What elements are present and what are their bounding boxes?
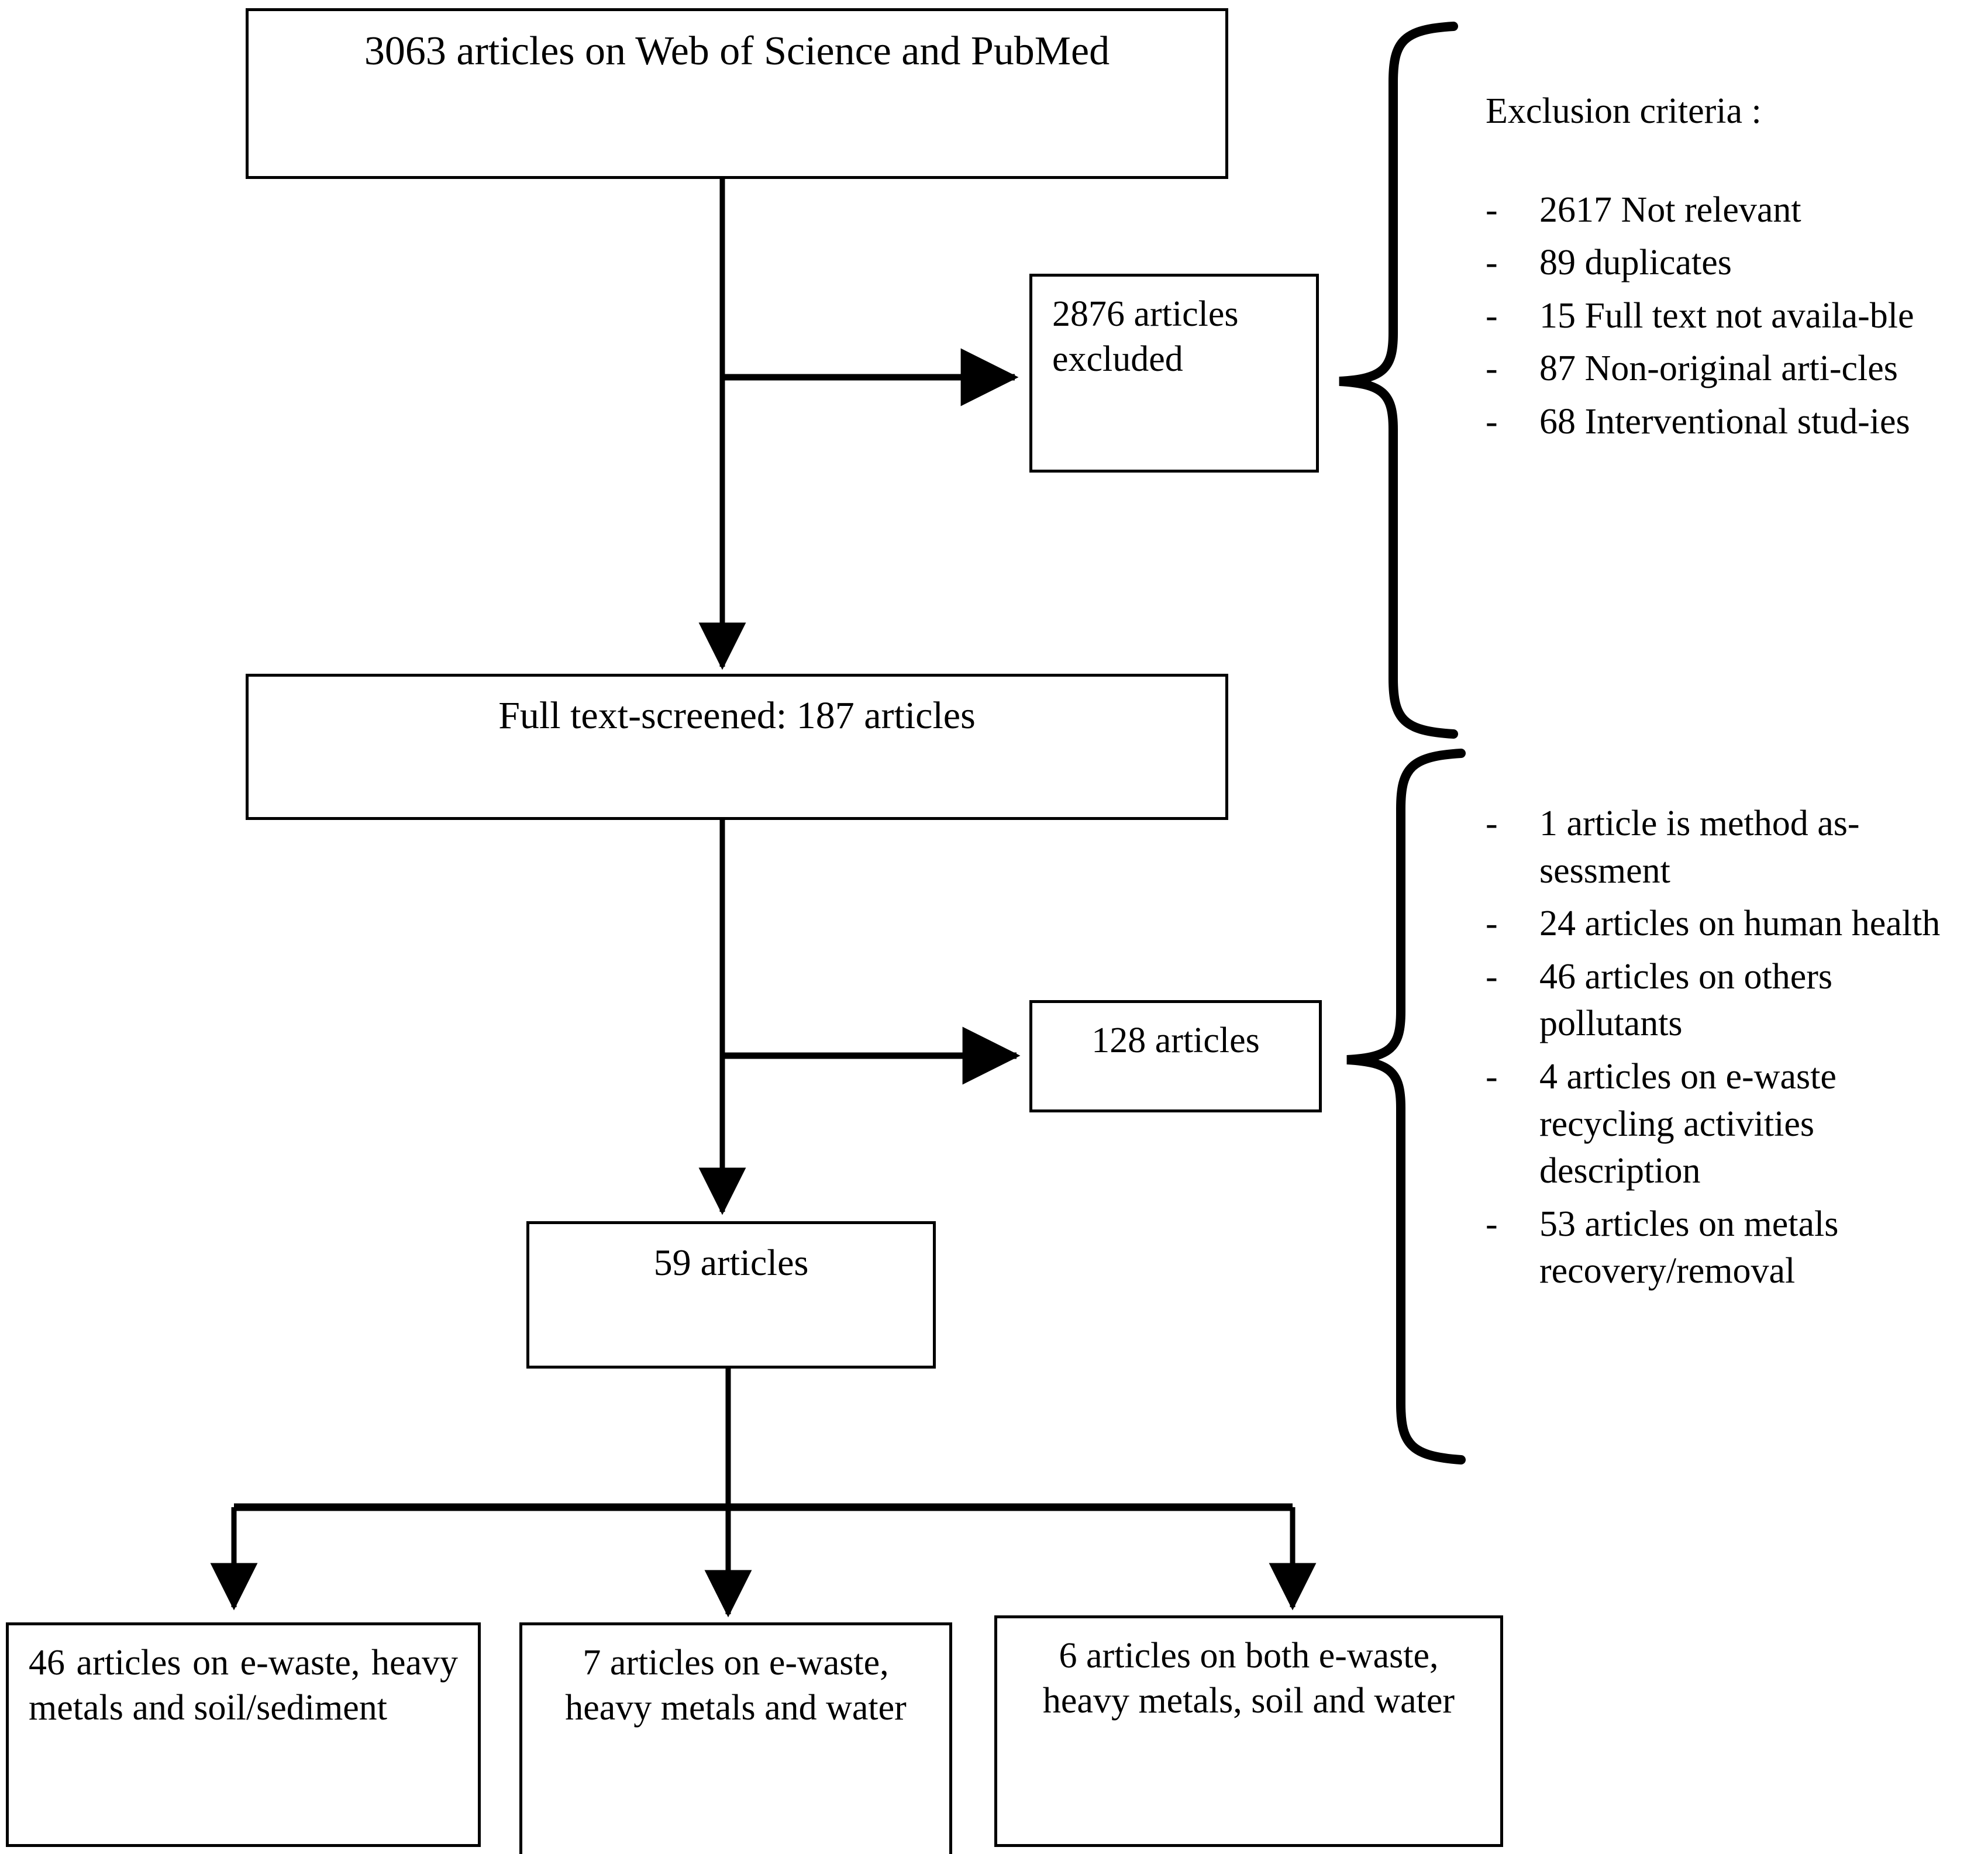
criteria-bullet-icon: - — [1486, 1056, 1498, 1097]
criteria-item-label: 4 articles on e-waste recycling activiti… — [1539, 1056, 1837, 1191]
node-outcome-soil-and-water: 6 articles on both e-waste, heavy metals… — [994, 1615, 1503, 1847]
criteria-bullet-icon: - — [1486, 804, 1498, 843]
node-source-articles-label: 3063 articles on Web of Science and PubM… — [364, 29, 1110, 74]
criteria-bullet-icon: - — [1486, 1204, 1498, 1244]
node-outcome-water-label: 7 articles on e-waste, heavy metals and … — [565, 1643, 907, 1728]
exclusion-criteria-stage-1: Exclusion criteria : - 2617 Not relevant… — [1486, 88, 1983, 452]
criteria-item-label: 68 Interventional stud-ies — [1539, 401, 1910, 442]
criteria-item: - 1 article is method as-sessment — [1486, 800, 1971, 894]
brace-exclusion-stage-1 — [1339, 22, 1458, 739]
node-outcome-soil-sediment: 46 articles on e-waste, heavy metals and… — [6, 1622, 481, 1847]
criteria-item: - 4 articles on e-waste recycling activi… — [1486, 1053, 1971, 1195]
criteria-bullet-icon: - — [1486, 401, 1498, 442]
criteria-item: - 24 articles on human health — [1486, 900, 1971, 947]
criteria-item: - 2617 Not relevant — [1486, 187, 1983, 234]
criteria-item: - 53 articles on metals recovery/removal — [1486, 1201, 1971, 1295]
exclusion-criteria-list-1: - 2617 Not relevant - 89 duplicates - 15… — [1486, 187, 1983, 446]
criteria-item-label: 46 articles on others pollutants — [1539, 956, 1833, 1044]
node-128-articles-label: 128 articles — [1091, 1021, 1260, 1060]
node-59-articles: 59 articles — [526, 1221, 936, 1369]
node-articles-excluded-label: 2876 articles excluded — [1052, 294, 1239, 379]
criteria-item: - 46 articles on others pollutants — [1486, 953, 1971, 1047]
node-128-articles: 128 articles — [1029, 1000, 1322, 1112]
criteria-item-label: 2617 Not relevant — [1539, 189, 1801, 230]
criteria-bullet-icon: - — [1486, 189, 1498, 230]
criteria-item-label: 15 Full text not availa-ble — [1539, 295, 1914, 336]
criteria-item-label: 53 articles on metals recovery/removal — [1539, 1204, 1839, 1291]
criteria-item: - 68 Interventional stud-ies — [1486, 398, 1983, 446]
criteria-bullet-icon: - — [1486, 349, 1498, 389]
criteria-bullet-icon: - — [1486, 295, 1498, 336]
criteria-item-label: 89 duplicates — [1539, 243, 1732, 283]
exclusion-criteria-stage-2: - 1 article is method as-sessment - 24 a… — [1486, 800, 1971, 1301]
brace-exclusion-stage-2 — [1346, 749, 1466, 1464]
node-outcome-soil-and-water-label: 6 articles on both e-waste, heavy metals… — [1042, 1636, 1455, 1721]
node-59-articles-label: 59 articles — [653, 1242, 809, 1283]
criteria-item-label: 24 articles on human health — [1539, 904, 1941, 944]
exclusion-criteria-heading: Exclusion criteria : — [1486, 91, 1762, 131]
criteria-item: - 89 duplicates — [1486, 239, 1983, 287]
node-source-articles: 3063 articles on Web of Science and PubM… — [246, 8, 1228, 179]
criteria-bullet-icon: - — [1486, 904, 1498, 944]
node-full-text-screened-label: Full text-screened: 187 articles — [498, 694, 976, 737]
criteria-item: - 87 Non-original arti-cles — [1486, 345, 1983, 392]
exclusion-criteria-list-2: - 1 article is method as-sessment - 24 a… — [1486, 800, 1971, 1295]
node-outcome-water: 7 articles on e-waste, heavy metals and … — [519, 1622, 952, 1854]
node-full-text-screened: Full text-screened: 187 articles — [246, 674, 1228, 820]
criteria-item-label: 1 article is method as-sessment — [1539, 804, 1860, 891]
criteria-bullet-icon: - — [1486, 956, 1498, 997]
criteria-bullet-icon: - — [1486, 243, 1498, 283]
criteria-item: - 15 Full text not availa-ble — [1486, 292, 1983, 340]
node-articles-excluded: 2876 articles excluded — [1029, 274, 1319, 473]
node-outcome-soil-sediment-label: 46 articles on e-waste, heavy metals and… — [29, 1643, 458, 1728]
criteria-item-label: 87 Non-original arti-cles — [1539, 349, 1898, 389]
